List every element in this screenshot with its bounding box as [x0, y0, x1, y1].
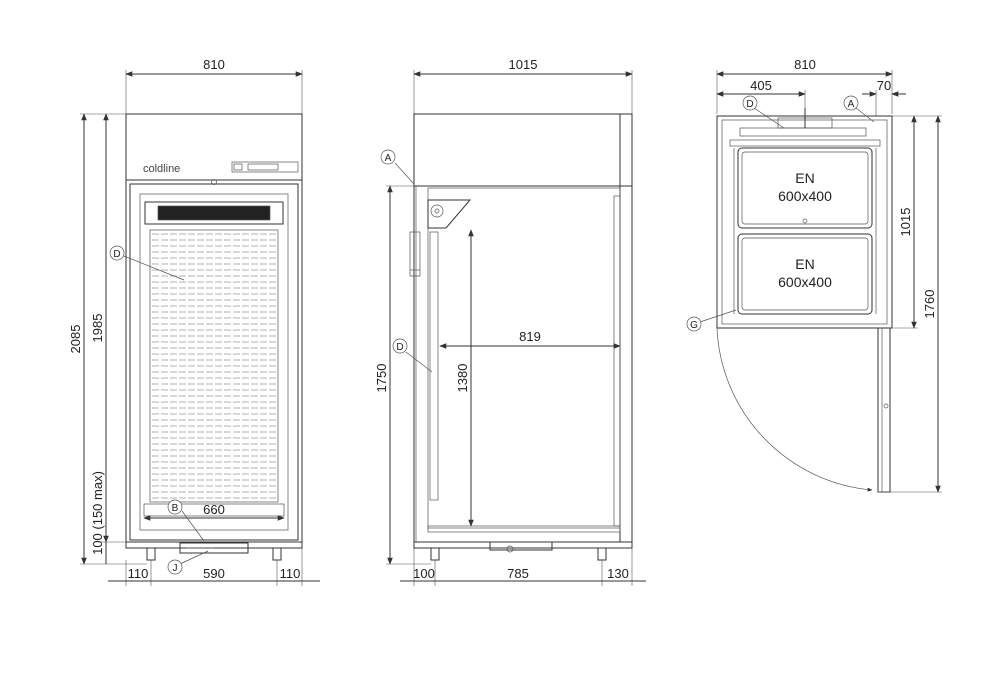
drain-tray — [179, 542, 249, 554]
front-right-offset-dimension: 110 — [280, 566, 301, 581]
callout-d-label: D — [113, 249, 120, 260]
callout-a-label: A — [385, 153, 392, 164]
shelf-rail-top — [729, 139, 881, 147]
tray-lower — [737, 233, 873, 315]
brand-logo-text: coldline — [143, 163, 180, 175]
side-leg-front — [430, 547, 440, 561]
fan-hub-icon — [434, 208, 440, 214]
callout-circle — [843, 95, 859, 111]
tray-marker-icon — [802, 218, 808, 224]
front-overall-height-dimension: 2085 — [68, 325, 83, 354]
callout-leader — [405, 351, 433, 373]
tray-lower-inner — [741, 237, 869, 311]
side-rear-wall-detail — [613, 195, 621, 527]
side-inner-cavity — [427, 187, 621, 529]
door-lock-icon — [883, 403, 889, 409]
display-button-icon — [233, 163, 243, 171]
callout-circle — [392, 338, 408, 354]
side-inner-depth-dimension: 819 — [519, 329, 541, 344]
callout-leader — [123, 255, 185, 281]
callout-leader — [699, 309, 737, 323]
display-screen — [247, 163, 279, 171]
callout-circle — [380, 149, 396, 165]
tray-lower-label-line2: 600x400 — [778, 274, 832, 290]
callout-circle — [742, 95, 758, 111]
top-door-open-dimension: 1760 — [922, 290, 937, 319]
top-width-dimension: 810 — [794, 57, 816, 72]
door-inner-frame — [139, 193, 289, 531]
side-top-section — [413, 113, 633, 187]
rear-evaporator — [739, 127, 867, 137]
callout-a-label: A — [848, 99, 855, 110]
top-depth-dimension: 1015 — [898, 208, 913, 237]
front-inner-width-dimension: 660 — [203, 502, 225, 517]
side-bottom-shelf — [427, 525, 621, 533]
callout-leader — [394, 162, 415, 185]
front-width-dimension: 810 — [203, 57, 225, 72]
side-drain-tray — [489, 541, 553, 551]
top-half-width-dimension: 405 — [750, 78, 772, 93]
callout-leader — [753, 107, 785, 129]
callout-b-label: B — [172, 503, 179, 514]
control-display — [231, 161, 299, 173]
fan-motor-icon — [430, 204, 444, 218]
side-depth-dimension: 1015 — [509, 57, 538, 72]
drain-valve-icon — [506, 545, 514, 553]
side-front-offset-dimension: 100 — [413, 566, 435, 581]
callout-circle — [686, 316, 702, 332]
front-view: 810 coldline 660 2085 19 — [68, 57, 320, 586]
side-rear-panel — [619, 113, 633, 543]
side-rear-offset-dimension: 130 — [607, 566, 629, 581]
top-hinge-offset-dimension: 70 — [877, 78, 891, 93]
door-outline — [129, 183, 299, 541]
callout-leader — [855, 107, 875, 123]
door-handle — [409, 231, 421, 277]
front-leg-right — [272, 547, 282, 561]
side-base-plinth — [413, 541, 633, 549]
side-leg-spacing-dimension: 785 — [507, 566, 529, 581]
tray-upper-inner — [741, 151, 869, 225]
evaporator-unit — [427, 199, 472, 229]
side-inner-height-dimension: 1380 — [455, 364, 470, 393]
front-left-offset-dimension: 110 — [128, 566, 149, 581]
fan-grille — [157, 205, 271, 221]
tray-lower-label-line1: EN — [795, 256, 814, 272]
callout-circle — [167, 499, 183, 515]
front-body-height-dimension: 1985 — [90, 314, 105, 343]
callout-j-label: J — [173, 563, 178, 574]
side-body-outline — [413, 185, 633, 543]
front-leg-height-dimension: 100 (150 max) — [90, 471, 105, 555]
tray-upper — [737, 147, 873, 229]
door-swing-arc — [716, 327, 873, 492]
rear-grille-panel — [149, 229, 279, 503]
tray-upper-label-line2: 600x400 — [778, 188, 832, 204]
front-cabinet-outline — [125, 113, 303, 543]
top-view: 810 405 70 EN 600x400 EN 600x400 — [686, 57, 942, 493]
side-height-dimension: 1750 — [374, 364, 389, 393]
side-leg-rear — [597, 547, 607, 561]
tray-upper-label-line1: EN — [795, 170, 814, 186]
callout-leader — [181, 510, 205, 542]
top-cabinet-inner — [721, 119, 888, 325]
callout-g-label: G — [690, 320, 698, 331]
front-leg-left — [146, 547, 156, 561]
rear-grille-pattern — [152, 233, 276, 499]
open-door-panel — [877, 327, 891, 493]
evaporator-fan-unit — [144, 201, 284, 225]
front-leg-spacing-dimension: 590 — [203, 566, 225, 581]
callout-circle — [109, 245, 125, 261]
side-view: 1015 1380 819 1750 10 — [374, 57, 646, 586]
callout-circle — [167, 559, 183, 575]
side-shelf-runner — [429, 231, 439, 501]
callout-d-label: D — [746, 99, 753, 110]
callout-leader — [179, 550, 209, 565]
callout-d-label: D — [396, 342, 403, 353]
